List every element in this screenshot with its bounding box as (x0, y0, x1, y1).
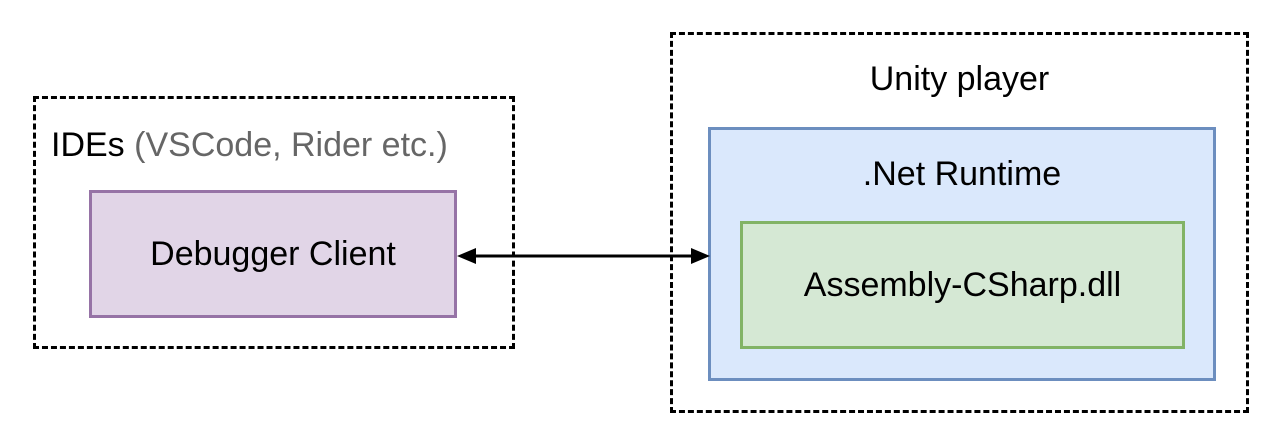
ide-group-container (33, 96, 515, 349)
assembly-csharp-box: Assembly-CSharp.dll (740, 221, 1185, 349)
net-runtime-label: .Net Runtime (862, 155, 1062, 193)
assembly-csharp-label: Assembly-CSharp.dll (803, 266, 1122, 304)
unity-player-container (670, 32, 1249, 413)
unity-player-title: Unity player (869, 60, 1050, 98)
debugger-client-box: Debugger Client (89, 190, 457, 318)
ide-title-detail: (VSCode, Rider etc.) (134, 126, 448, 164)
ide-group-title: IDEs (VSCode, Rider etc.) (51, 128, 448, 162)
debugger-client-label: Debugger Client (150, 235, 396, 273)
ide-title-main: IDEs (51, 126, 125, 164)
